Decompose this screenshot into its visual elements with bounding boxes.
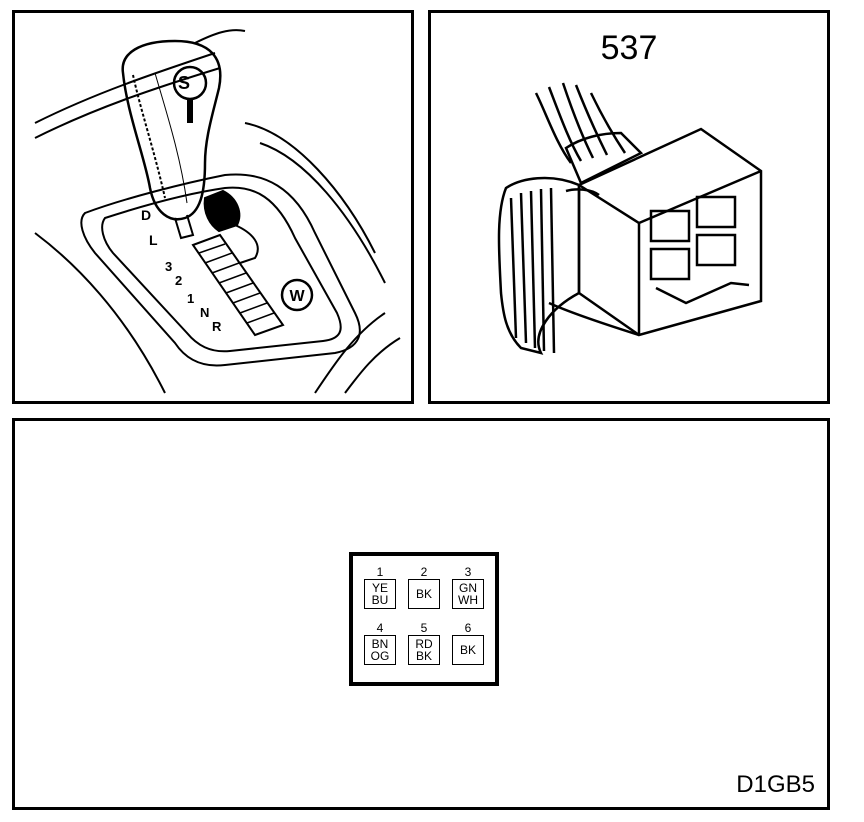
wire-color-primary: BN (371, 637, 389, 651)
figure-code: D1GB5 (736, 771, 815, 798)
wire-color-stripe: BU (371, 593, 389, 607)
pin-number: 6 (464, 621, 472, 635)
pin-number: 2 (420, 565, 428, 579)
shifter-illustration-panel: S W D L 3 2 1 N R (12, 10, 414, 404)
pin-number: 5 (420, 621, 428, 635)
wire-color-box: GN WH (452, 579, 484, 609)
connector-illustration (497, 82, 763, 355)
wire-color-primary: YE (371, 581, 388, 595)
wire-color-box: BN OG (364, 635, 396, 665)
gate-label-l: L (149, 232, 158, 248)
wire-color-stripe: WH (458, 593, 478, 607)
wire-color-primary: GN (459, 581, 477, 595)
pin-number: 3 (464, 565, 472, 579)
wire-color-primary: BK (459, 643, 476, 657)
wire-color-stripe: OG (370, 649, 390, 663)
gate-label-d: D (141, 207, 151, 223)
wire-color-box: BK (452, 635, 484, 665)
wire-color-primary: BK (415, 587, 432, 601)
winter-mode-letter: W (289, 288, 305, 305)
pin-5: 5 RD BK (407, 622, 441, 665)
wire-color-box: YE BU (364, 579, 396, 609)
wire-color-box: BK (408, 579, 440, 609)
gate-label-2: 2 (175, 273, 182, 288)
knob-letter: S (178, 73, 190, 93)
pin-number: 4 (376, 621, 384, 635)
gate-label-3: 3 (165, 259, 172, 274)
shifter-labels: S W D L 3 2 1 N R (141, 73, 305, 334)
pinout-panel: 1 YE BU 2 BK 3 GN WH 4 BN OG (12, 418, 830, 810)
wire-color-stripe: BK (415, 649, 432, 663)
pin-1: 1 YE BU (363, 566, 397, 609)
pin-4: 4 BN OG (363, 622, 397, 665)
connector-number: 537 (600, 29, 658, 67)
gate-label-1: 1 (187, 291, 194, 306)
gate-label-n: N (200, 305, 209, 320)
wire-color-primary: RD (415, 637, 433, 651)
gate-label-r: R (212, 319, 222, 334)
pin-2: 2 BK (407, 566, 441, 609)
pin-3: 3 GN WH (451, 566, 485, 609)
wire-color-box: RD BK (408, 635, 440, 665)
gear-shifter-illustration (34, 29, 401, 394)
connector-pin-layout: 1 YE BU 2 BK 3 GN WH 4 BN OG (349, 552, 499, 686)
pin-number: 1 (376, 565, 384, 579)
connector-illustration-panel: 537 (428, 10, 830, 404)
pin-6: 6 BK (451, 622, 485, 665)
